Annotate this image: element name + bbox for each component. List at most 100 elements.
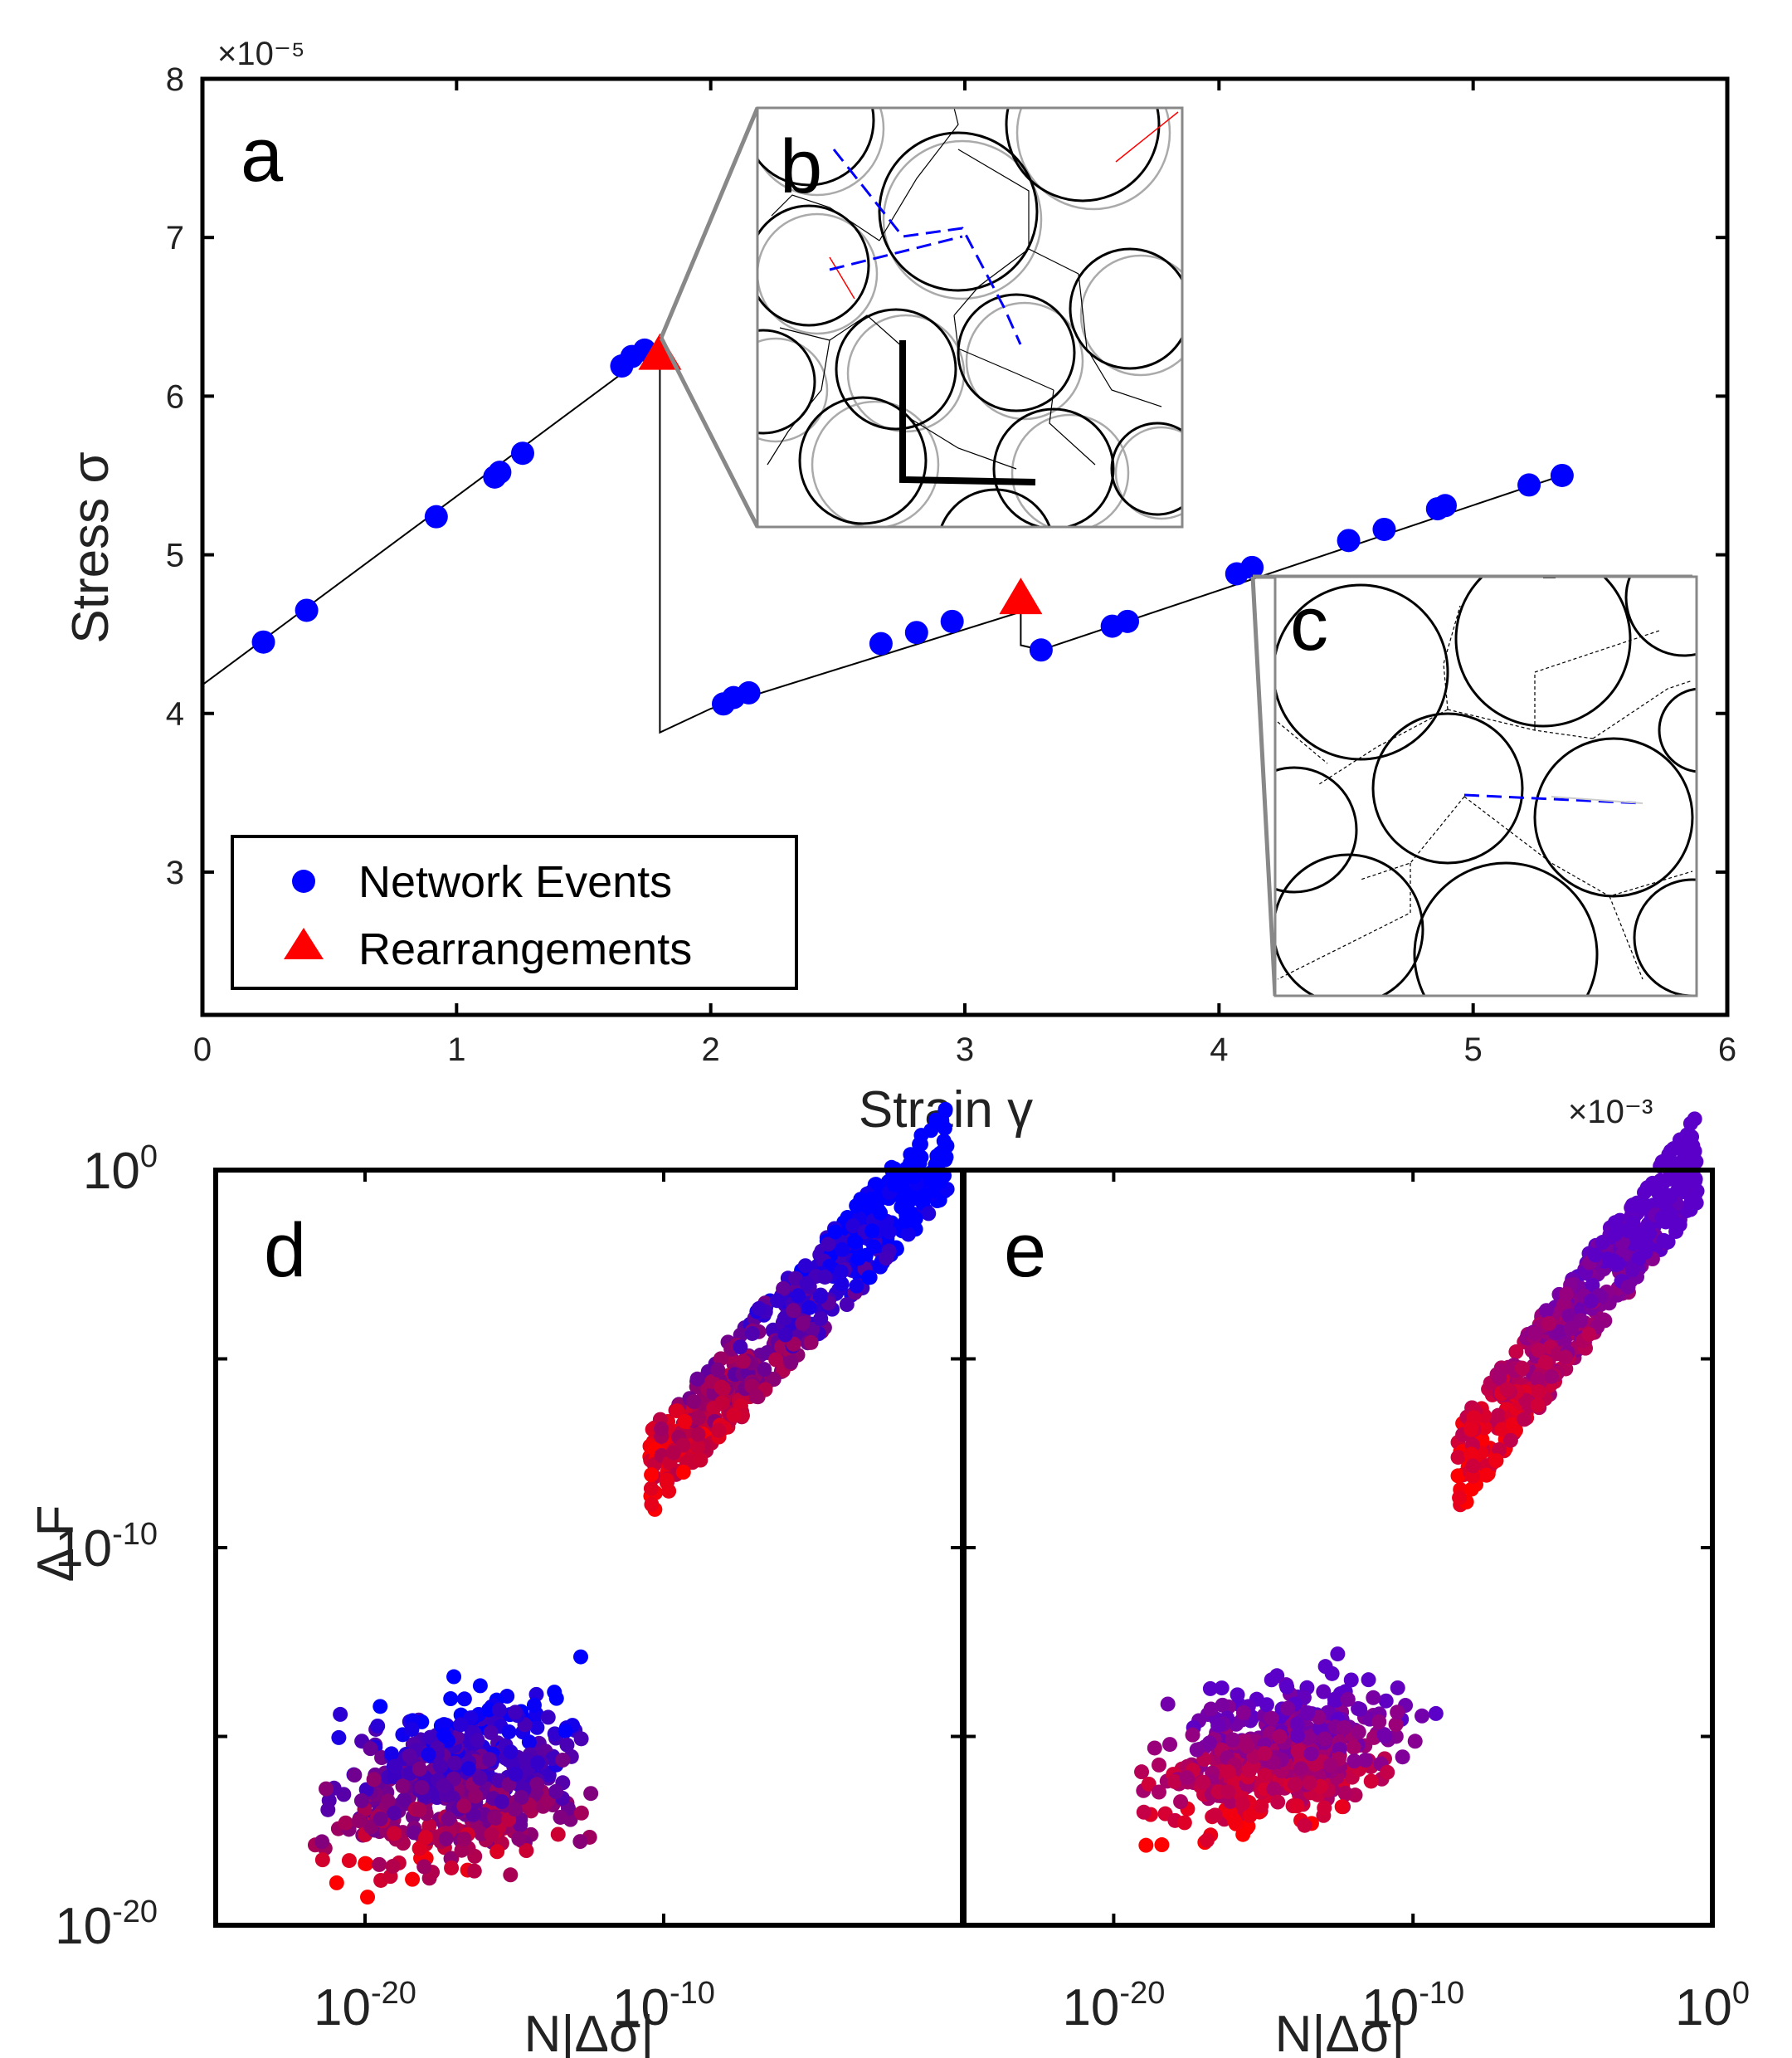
panel-d-point — [333, 1706, 348, 1722]
panel-e-point — [1450, 1468, 1466, 1484]
panel-d-point — [757, 1362, 772, 1378]
panel-e-point — [1363, 1773, 1379, 1789]
panel-d-point — [529, 1755, 545, 1771]
network-event-point — [1116, 609, 1140, 633]
panel-e-point — [1478, 1467, 1494, 1483]
panel-e-point — [1214, 1680, 1230, 1696]
network-event-point — [424, 505, 448, 529]
panel-d-point — [472, 1678, 488, 1694]
panel-e-point — [1346, 1753, 1362, 1769]
panel-d-point — [553, 1809, 568, 1825]
panel-e-point — [1316, 1684, 1332, 1700]
panel-d-point — [387, 1758, 403, 1774]
panel-d-point — [853, 1192, 869, 1207]
panel-d-point — [483, 1724, 499, 1740]
panel-e-point — [1502, 1432, 1518, 1448]
panel-d-point — [691, 1410, 707, 1426]
inset-b-frame — [756, 106, 1184, 529]
panel-d-point — [653, 1421, 669, 1436]
panel-d-point — [550, 1826, 566, 1842]
panel-e-point — [1289, 1716, 1305, 1732]
inset-b-connector-bottom — [659, 336, 760, 529]
panel-a-x-tick-label: 0 — [193, 1031, 212, 1068]
panel-e-point — [1264, 1710, 1279, 1726]
panel-d-point — [366, 1772, 382, 1787]
panel-d-y-tick-label: 100 — [83, 1139, 158, 1200]
panel-e-point — [1463, 1446, 1479, 1462]
inset-c-background — [1275, 577, 1697, 996]
panel-label-a: a — [241, 113, 284, 198]
panel-e-point — [1684, 1129, 1700, 1144]
panel-d-point — [710, 1362, 726, 1378]
panel-e-point — [1371, 1714, 1387, 1729]
panel-e-points — [1134, 1111, 1705, 1853]
inset-b: b — [659, 106, 1184, 529]
panel-e-point — [1293, 1761, 1309, 1777]
panel-d-point — [665, 1445, 681, 1461]
panel-e-point — [1388, 1717, 1404, 1733]
panel-a-y-label: Stress σ — [62, 451, 119, 643]
panel-e-point — [1203, 1701, 1219, 1717]
panel-d-point — [573, 1731, 589, 1747]
panel-d-point — [714, 1395, 730, 1411]
panel-d-point — [341, 1853, 357, 1869]
panel-d-point — [387, 1805, 402, 1821]
panel-d-point — [484, 1826, 499, 1842]
panel-e-point — [1651, 1186, 1667, 1202]
panel-d-point — [521, 1734, 537, 1750]
panel-e-point — [1668, 1223, 1684, 1239]
panel-d-point — [726, 1407, 742, 1423]
panel-d-point — [868, 1177, 884, 1192]
legend-box — [231, 835, 798, 990]
panel-d-point — [456, 1691, 472, 1707]
panel-d-point — [799, 1275, 815, 1291]
panel-d-point — [380, 1793, 396, 1809]
panel-d-point — [460, 1761, 476, 1777]
panel-e-point — [1226, 1812, 1242, 1828]
panel-d-point — [766, 1372, 782, 1387]
legend: Network Events Rearrangements — [231, 835, 798, 990]
panel-e-point — [1491, 1407, 1507, 1423]
panel-d-point — [446, 1669, 462, 1685]
panel-d-point — [443, 1691, 459, 1707]
network-event-point — [251, 630, 275, 654]
panel-e-point — [1279, 1679, 1295, 1695]
panel-d-point — [821, 1236, 836, 1252]
network-event-point — [940, 609, 964, 633]
panel-d-point — [418, 1830, 434, 1846]
panel-e-point — [1189, 1742, 1205, 1758]
panel-a-y-tick-label: 4 — [166, 696, 184, 733]
panel-d-point — [438, 1831, 454, 1846]
panel-d-point — [797, 1258, 813, 1274]
panel-e-point — [1658, 1214, 1673, 1230]
panel-d-point — [411, 1761, 427, 1777]
panel-e-point — [1624, 1197, 1640, 1213]
panel-d-point — [503, 1867, 519, 1883]
panel-d-point — [529, 1719, 545, 1735]
panel-e-point — [1638, 1244, 1653, 1260]
panel-d-point — [456, 1798, 472, 1814]
panel-d-point — [776, 1280, 791, 1296]
panel-d-point — [813, 1311, 829, 1327]
panel-e-point — [1541, 1315, 1557, 1331]
panel-d-point — [547, 1685, 562, 1700]
panel-d-point — [864, 1223, 880, 1239]
network-event-point — [295, 598, 319, 622]
panel-d-point — [939, 1138, 955, 1153]
panel-e-point — [1257, 1746, 1273, 1762]
panel-d-point — [519, 1752, 534, 1768]
panel-e-point — [1390, 1704, 1405, 1720]
panel-e-point — [1215, 1697, 1230, 1713]
panel-d-point — [861, 1270, 877, 1285]
panel-d-point — [675, 1465, 691, 1480]
panel-d-point — [573, 1805, 589, 1821]
panel-d-point — [421, 1747, 436, 1763]
network-event-point — [1550, 463, 1574, 487]
panel-e-point — [1530, 1397, 1546, 1413]
panel-label-c: c — [1290, 582, 1328, 666]
panel-d-point — [735, 1353, 751, 1369]
panel-e-point — [1687, 1111, 1702, 1127]
panel-e-point — [1199, 1832, 1215, 1848]
